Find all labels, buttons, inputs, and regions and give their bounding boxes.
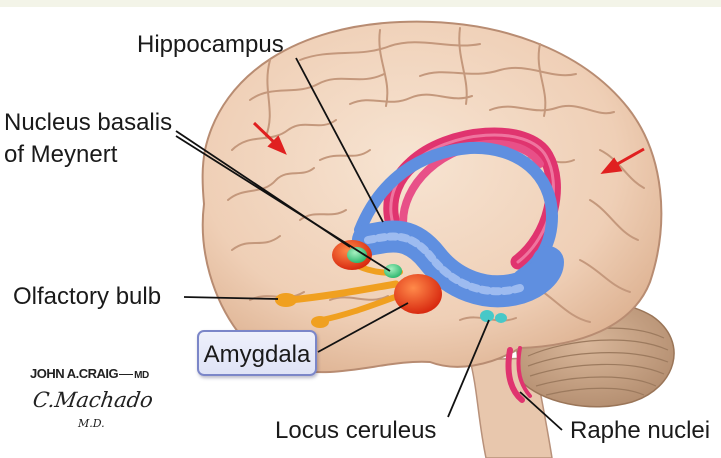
signature-artist1: JOHN A.CRAIG MD [30, 366, 149, 381]
amygdala-label-box: Amygdala [197, 330, 317, 376]
locus-ceruleus-mark-2 [495, 313, 507, 323]
signature-artist1-name: JOHN A.CRAIG [30, 366, 118, 381]
nucleus-green-2 [384, 264, 402, 278]
label-olfactory-bulb: Olfactory bulb [13, 284, 161, 310]
label-nucleus-basalis-line1: Nucleus basalis [4, 110, 172, 136]
signature-artist2: C.Machado [31, 388, 154, 412]
signature-artist2-suffix: M.D. [78, 417, 105, 430]
label-raphe-nuclei: Raphe nuclei [570, 418, 710, 444]
label-hippocampus: Hippocampus [137, 32, 284, 58]
amygdala-mark [394, 274, 442, 314]
label-nucleus-basalis-line2: of Meynert [4, 142, 117, 168]
locus-ceruleus-mark [480, 310, 494, 322]
olfactory-bulb-mark-2 [311, 316, 329, 328]
signature-artist1-suffix: MD [134, 370, 149, 381]
label-amygdala: Amygdala [199, 341, 315, 369]
olfactory-bulb-mark [275, 293, 297, 307]
top-strip [0, 0, 721, 7]
label-locus-ceruleus: Locus ceruleus [275, 418, 436, 444]
